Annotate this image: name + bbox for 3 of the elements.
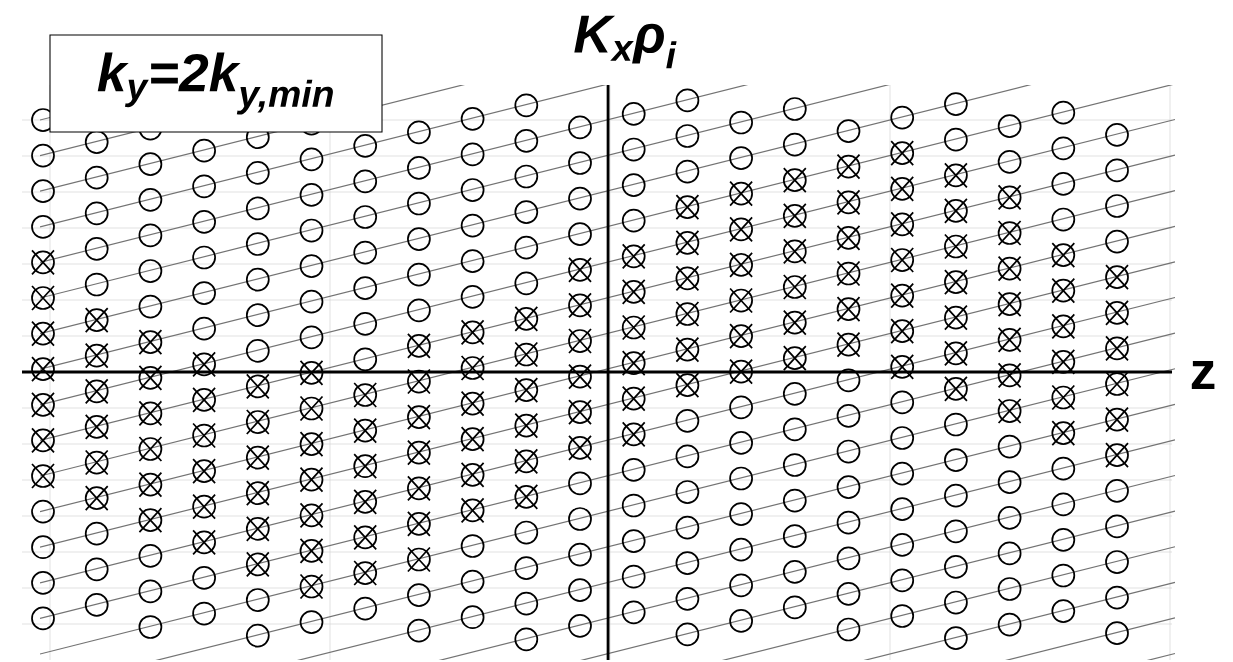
axis-label: z — [1191, 360, 1215, 390]
axis-label: K$_{x}$ρ$_{i}$ — [574, 15, 677, 69]
label-box: k$_{y}$=2k$_{y,min}$ — [49, 34, 383, 133]
